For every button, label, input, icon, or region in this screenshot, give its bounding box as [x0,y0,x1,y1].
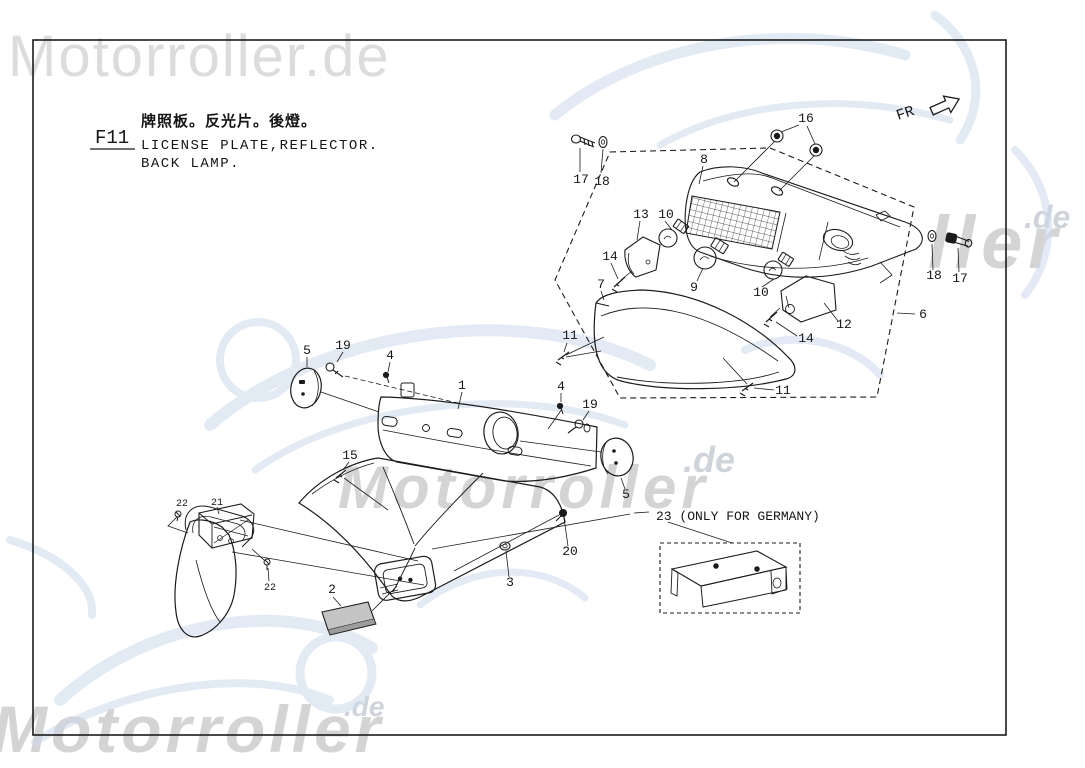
fastener-screw-20 [555,508,568,522]
callout-1: 1 [458,378,466,393]
watermark-text-middle: Motorroller .de [338,439,735,521]
callout-labels: 17 18 8 16 13 10 14 9 10 12 14 18 17 6 1… [176,111,968,597]
callout-22: 22 [176,499,188,510]
callout-21: 21 [211,498,223,509]
callout-20: 20 [562,544,578,559]
callout-5: 5 [303,343,311,358]
callout-4: 4 [386,348,394,363]
callout-18b: 18 [926,268,942,283]
part-13-reflector [624,236,661,278]
figure-title-en-line2: BACK LAMP. [141,156,240,172]
bulb-10-left [658,218,689,248]
figure-code: F11 [95,127,129,149]
part-2-reflector [321,601,377,636]
callout-11: 11 [562,328,578,343]
callout-8: 8 [700,152,708,167]
page-border [32,39,1007,736]
fastener-nuts-16 [770,129,823,157]
part-21-bracket [198,503,255,549]
fastener-pin-4-right [556,402,564,415]
callout-10: 10 [658,207,674,222]
part-8-tail-lamp-body [684,166,923,284]
fastener-pin-4-left [382,371,390,384]
fastener-screw-14-right [763,311,778,328]
callout-6: 6 [919,307,927,322]
callout-17b: 17 [952,271,968,286]
part-12-cover [780,275,837,323]
fastener-screw-22-top [174,510,182,522]
fastener-screw-11-left [555,351,570,366]
callout-11b: 11 [775,383,791,398]
callout-7: 7 [597,277,605,292]
fastener-screw-17-left [570,134,596,148]
bulb-9 [693,237,729,270]
part-5-disc-right [600,437,634,477]
leader-lines [167,124,960,612]
fastener-screw-11-right [739,382,754,397]
germany-bracket-23 [659,542,801,614]
fastener-screw-17-right [945,232,973,248]
watermark-top-label: Motorroller.de [8,24,391,89]
fastener-screw-19-left [325,362,344,378]
callout-19: 19 [335,338,351,353]
callout-10b: 10 [753,285,769,300]
watermark-middle-de: .de [683,439,735,480]
germany-note: 23 (ONLY FOR GERMANY) [656,509,820,524]
fastener-screw-14-left [611,276,626,293]
part-rear-fender [298,457,566,602]
callout-4b: 4 [557,379,565,394]
callout-14b: 14 [798,331,814,346]
bulb-10-right [763,251,794,280]
callout-18: 18 [594,174,610,189]
callout-13: 13 [633,207,649,222]
callout-12: 12 [836,317,852,332]
callout-9: 9 [690,280,698,295]
watermark-scooter-graphics [6,10,1053,746]
callout-2: 2 [328,582,336,597]
fr-label: FR [894,103,916,125]
assembly-6-boundary [554,147,915,399]
callout-16: 16 [798,111,814,126]
fr-direction-marker: FR [894,95,961,125]
callout-17: 17 [573,172,589,187]
callout-15: 15 [342,448,358,463]
part-1-license-lamp-housing [377,382,598,482]
germany-dashed-box [659,542,801,614]
callout-3: 3 [506,575,514,590]
figure-header: F11 牌照板。反光片。後燈。 LICENSE PLATE,REFLECTOR.… [90,112,379,172]
fastener-washer-18-right [927,229,937,243]
callout-22b: 22 [264,583,276,594]
callout-5b: 5 [622,487,630,502]
fastener-washer-18-left [598,135,608,149]
fastener-screw-22-bottom [263,558,271,570]
watermark-middle-label: Motorroller [338,454,710,521]
fastener-screw-19-right [567,419,591,434]
callout-14: 14 [602,249,618,264]
figure-title-en-line1: LICENSE PLATE,REFLECTOR. [141,138,379,154]
callout-19b: 19 [582,397,598,412]
fr-arrow-icon [929,95,961,116]
figure-title-zh: 牌照板。反光片。後燈。 [141,112,317,130]
part-5-disc-left [290,367,322,409]
fastener-screw-15 [333,469,347,484]
watermark-text-top: Motorroller.de [8,24,391,89]
part-7-tail-lamp-lens [593,289,796,390]
